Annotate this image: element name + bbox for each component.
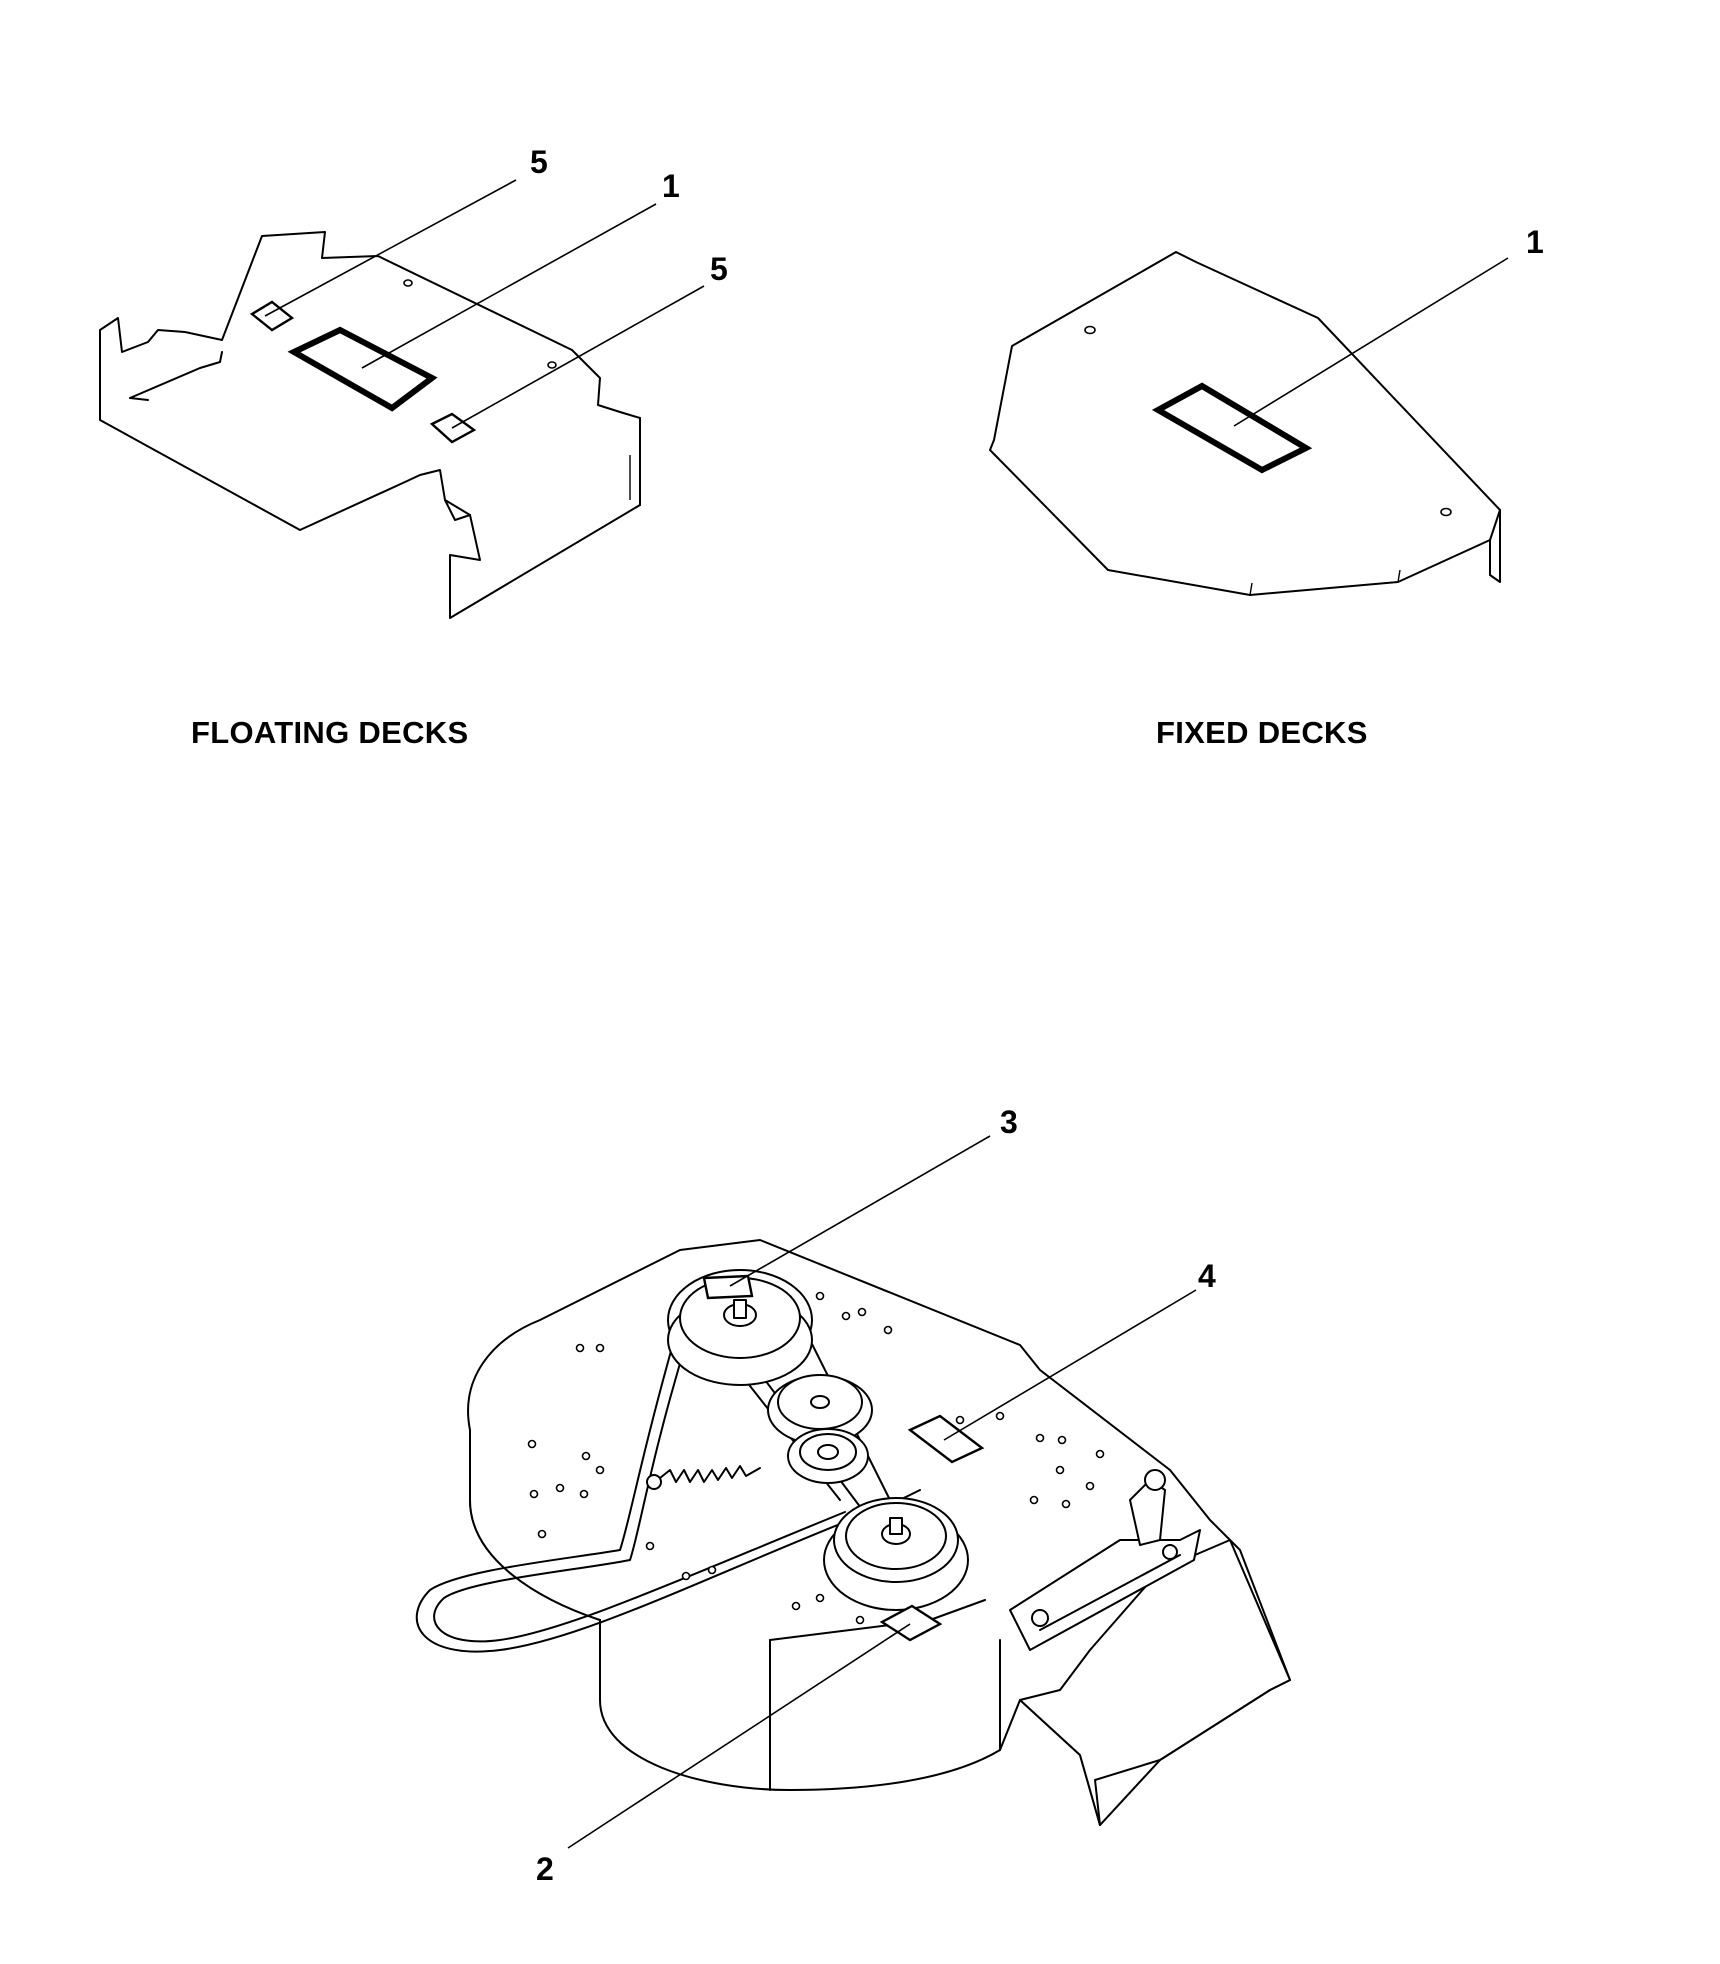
mower-deck-assembly <box>415 1135 1291 1849</box>
fixed-decks-caption: FIXED DECKS <box>1156 715 1368 750</box>
callout-2-deck: 2 <box>536 1851 554 1887</box>
fixed-deck-cover <box>989 251 1509 596</box>
deck-holes <box>527 1291 1105 1625</box>
callout-3-deck: 3 <box>1000 1104 1018 1140</box>
floating-deck-cover <box>99 179 705 619</box>
callout-1-fixed: 1 <box>1526 224 1544 260</box>
callout-4-deck: 4 <box>1198 1258 1216 1294</box>
callout-5-right: 5 <box>710 251 728 287</box>
callout-5-top: 5 <box>530 144 548 180</box>
floating-decks-caption: FLOATING DECKS <box>191 715 469 750</box>
callout-1-floating: 1 <box>662 168 680 204</box>
